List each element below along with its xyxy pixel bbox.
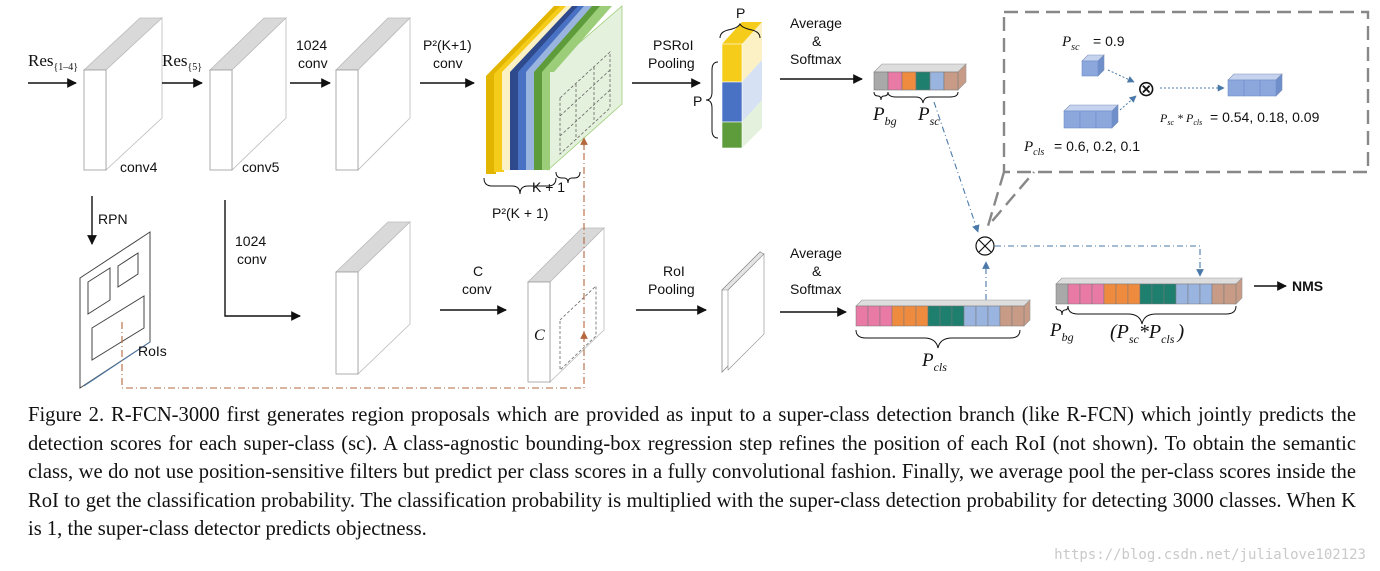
avg-bot-b: &	[812, 263, 822, 279]
cconv-label-a: C	[473, 263, 483, 279]
psconv-label-b: conv	[433, 55, 463, 71]
rois-label: RoIs	[138, 343, 167, 359]
svg-text:Psc: Psc	[1061, 34, 1080, 53]
psc-top-label: Psc	[917, 104, 940, 128]
res5-label: Res{5}	[162, 51, 202, 73]
combined-label: (Psc*Pcls)	[1110, 321, 1184, 346]
avg-top-b: &	[812, 33, 822, 49]
psroi-label-a: PSRoI	[653, 37, 693, 53]
avg-top-a: Average	[790, 15, 842, 31]
avg-bot-c: Softmax	[790, 281, 841, 297]
conv5-label: conv5	[242, 159, 280, 175]
cconv-label-b: conv	[462, 281, 492, 297]
c-block-label: C	[534, 327, 545, 344]
svg-text:Psc: Psc	[917, 104, 940, 128]
rois-image	[79, 231, 151, 389]
c-score-block	[527, 227, 605, 383]
p-top-label: P	[736, 5, 745, 21]
svg-text:= 0.6, 0.2, 0.1: = 0.6, 0.2, 0.1	[1054, 138, 1140, 154]
brace-psc-top	[887, 91, 959, 104]
inset-otimes: ⊗	[1137, 76, 1155, 101]
psroi-label-b: Pooling	[648, 55, 695, 71]
inset-product-label: Psc * Pcls = 0.54, 0.18, 0.09	[1159, 109, 1320, 127]
svg-text:= 0.54, 0.18, 0.09: = 0.54, 0.18, 0.09	[1210, 109, 1320, 125]
svg-text:= 0.9: = 0.9	[1093, 33, 1125, 49]
res14-label: Res{1–4}	[28, 51, 78, 73]
svg-text:Pbg: Pbg	[1049, 320, 1074, 344]
roipool-label-a: RoI	[663, 263, 685, 279]
conv1024-bot-block	[335, 221, 411, 375]
brace-combined	[1067, 305, 1237, 325]
roipool-label-b: Pooling	[648, 281, 695, 297]
inset-callout	[986, 171, 1035, 227]
inset-psc-cube	[1081, 54, 1105, 77]
conv5-block	[209, 17, 287, 171]
inset-pcls-cubes	[1063, 104, 1119, 129]
svg-text:Pcls: Pcls	[921, 350, 947, 374]
watermark-url: https://blog.csdn.net/julialove102123	[1054, 547, 1366, 563]
rfcn-3000-diagram: Res{1–4} conv4 Res{5} conv5 1024 conv P²…	[28, 5, 1370, 389]
brace-p2k1	[483, 177, 557, 195]
svg-text:(Psc*Pcls): (Psc*Pcls)	[1110, 321, 1184, 346]
pcls-vector	[855, 299, 1031, 327]
brace-pcls	[855, 329, 1021, 349]
avg-top-c: Softmax	[790, 51, 841, 67]
conv1024-top-label-b: conv	[298, 55, 328, 71]
link-rois-to-maps	[121, 138, 585, 389]
ps-pooled-grid	[721, 22, 762, 149]
conv1024-top-label-a: 1024	[296, 37, 327, 53]
svg-text:Res{5}: Res{5}	[162, 51, 202, 73]
svg-text:Pbg: Pbg	[872, 104, 897, 128]
brace-k1-label: K + 1	[532, 179, 565, 195]
avg-bot-a: Average	[790, 245, 842, 261]
brace-p2k1-label: P²(K + 1)	[492, 205, 548, 221]
inset-box	[1002, 10, 1370, 174]
inset-result-cubes	[1227, 73, 1283, 97]
inset-pcls-label: Pcls = 0.6, 0.2, 0.1	[1023, 138, 1140, 158]
roi-pooled-map	[721, 251, 765, 373]
top-score-vector	[873, 63, 967, 91]
svg-text:Psc * Pcls: Psc * Pcls	[1159, 111, 1202, 127]
link-otimes-to-final	[995, 245, 1204, 277]
conv4-label: conv4	[120, 159, 158, 175]
conv1024-bot-label-a: 1024	[235, 233, 266, 249]
nms-label: NMS	[1292, 278, 1323, 294]
inset-arrow-pcls	[1119, 95, 1137, 111]
svg-text:Res{1–4}: Res{1–4}	[28, 51, 78, 73]
conv1024-bot-label-b: conv	[237, 251, 267, 267]
conv1024-top-block	[335, 17, 411, 171]
pcls-label: Pcls	[921, 350, 947, 374]
rpn-label: RPN	[98, 211, 128, 227]
inset-arrow-psc	[1107, 69, 1135, 83]
ps-score-maps	[486, 5, 623, 174]
brace-k1	[555, 171, 581, 184]
pbg-top-label: Pbg	[872, 104, 897, 128]
conv4-block	[82, 17, 164, 171]
inset-psc-label: Psc = 0.9	[1061, 33, 1125, 53]
p-side-label: P	[693, 93, 702, 109]
link-psc-to-otimes	[933, 101, 980, 233]
arrow-conv5-down	[224, 200, 301, 321]
psconv-label-a: P²(K+1)	[423, 37, 472, 53]
figure-caption: Figure 2. R-FCN-3000 first generates reg…	[28, 404, 1356, 540]
brace-pbg-bot	[1055, 305, 1069, 316]
brace-p-top	[719, 22, 761, 39]
svg-text:Pcls: Pcls	[1023, 139, 1044, 158]
final-score-vector	[1055, 277, 1243, 305]
brace-p-side	[705, 61, 719, 139]
brace-pbg-top	[873, 91, 889, 101]
pbg-bot-label: Pbg	[1049, 320, 1074, 344]
